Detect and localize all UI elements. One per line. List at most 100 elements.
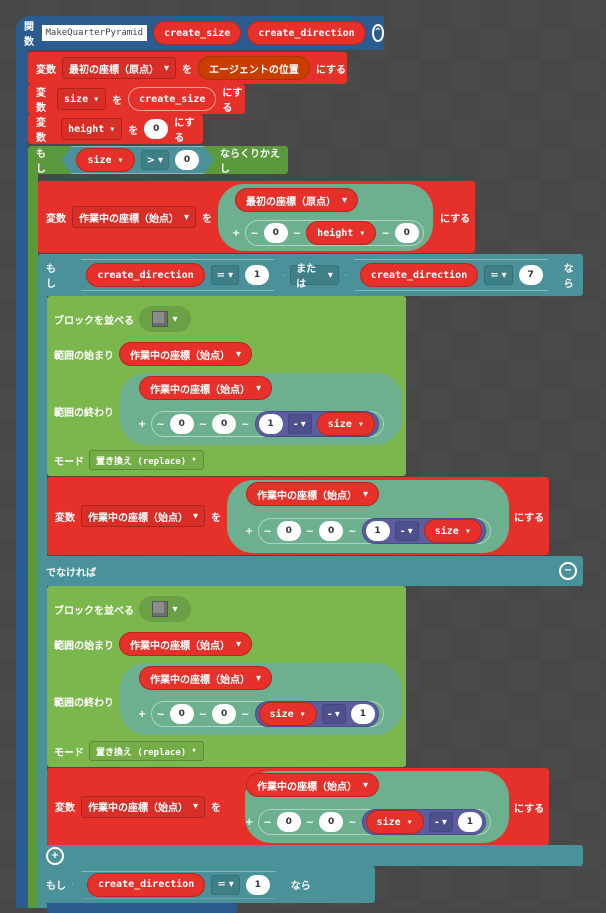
block-picker[interactable]: ▾ [139,596,191,622]
operator: - [293,418,298,430]
operator-dropdown[interactable]: =▾ [484,265,512,285]
number-input[interactable]: 1 [365,521,390,541]
create-size-value[interactable]: create_size [128,87,217,111]
work-variable[interactable]: 作業中の座標（始点）▾ [139,376,273,400]
number-input[interactable]: 1 [246,875,270,895]
number-input[interactable]: 1 [457,812,482,832]
variable-name: size [269,708,294,720]
work-variable[interactable]: 作業中の座標（始点）▾ [139,666,273,690]
variable-dropdown[interactable]: size▾ [57,88,107,110]
variable-dropdown[interactable]: 作業中の座標（始点）▾ [72,206,197,228]
dropdown-icon: ▾ [363,488,369,500]
y-input[interactable]: 0 [319,521,344,541]
create-direction-variable[interactable]: create_direction [360,263,478,287]
fill-label: ブロックを並べる [54,315,134,327]
operator-dropdown[interactable]: -▾ [428,812,453,832]
variable-name: 作業中の座標（始点） [79,213,179,225]
mode-dropdown[interactable]: 置き換え (replace)▾ [89,450,204,470]
operator-dropdown[interactable]: -▾ [287,414,312,434]
plus-label: + [232,227,241,239]
x-input[interactable]: 0 [276,812,301,832]
param-create-direction[interactable]: create_direction [247,21,366,45]
z-input[interactable]: 0 [394,223,419,243]
operator-dropdown[interactable]: =▾ [211,265,239,285]
wo-label: を [112,95,123,107]
if-label: もし [36,149,46,175]
dropdown-icon: ▾ [342,194,348,206]
size-variable[interactable]: size▾ [76,148,134,172]
subtract-block[interactable]: size▾-▾1 [254,701,379,727]
agent-position-block[interactable]: エージェントの位置 [198,56,310,80]
variable-dropdown[interactable]: 最初の座標（原点）▾ [62,57,177,79]
operator-dropdown[interactable]: -▾ [394,521,419,541]
number-input[interactable]: 0 [175,150,199,170]
y-input[interactable]: 0 [212,414,237,434]
variable-name: size [434,525,459,537]
collapse-icon[interactable]: ⌃ [371,24,384,42]
number-input[interactable]: 1 [245,265,269,285]
mode-dropdown[interactable]: 置き換え (replace)▾ [89,741,204,761]
create-direction-variable[interactable]: create_direction [86,263,204,287]
size-variable[interactable]: size▾ [316,412,375,436]
variable-dropdown[interactable]: 作業中の座標（始点）▾ [81,505,206,527]
x-input[interactable]: 0 [276,521,301,541]
if-block[interactable]: もし create_direction =▾ 1 なら [38,866,375,903]
subtract-block[interactable]: 1-▾size▾ [361,518,486,544]
number-input[interactable]: 0 [144,119,169,139]
work-variable[interactable]: 作業中の座標（始点）▾ [119,632,253,656]
nisuru-label: にする [174,118,195,144]
y-input[interactable]: 0 [319,812,344,832]
param-create-size[interactable]: create_size [153,21,242,45]
tilde: ~ [241,418,250,430]
operator: - [434,816,439,828]
variable-dropdown[interactable]: height▾ [61,118,123,140]
plus-label: + [245,816,254,828]
x-input[interactable]: 0 [263,223,288,243]
set-origin-block[interactable]: 変数 最初の座標（原点）▾ を エージェントの位置 にする [28,52,347,84]
number-input[interactable]: 7 [519,265,543,285]
work-variable[interactable]: 作業中の座標（始点）▾ [246,773,380,797]
work-variable[interactable]: 作業中の座標（始点）▾ [246,482,380,506]
operator: - [400,525,405,537]
operator-dropdown[interactable]: =▾ [211,875,239,895]
dropdown-icon: ▾ [501,269,507,281]
create-direction-variable[interactable]: create_direction [87,873,205,897]
subtract-block[interactable]: size▾-▾1 [361,809,486,835]
plus-circle-icon[interactable]: + [46,846,64,865]
block-picker[interactable]: ▾ [139,306,191,332]
set-size-block[interactable]: 変数 size▾ を create_size にする [28,84,245,114]
size-variable[interactable]: size▾ [258,702,317,726]
else-section: でなければ − [38,556,583,586]
origin-variable[interactable]: 最初の座標（原点）▾ [235,188,359,212]
number-input[interactable]: 1 [350,704,375,724]
number-input[interactable]: 1 [258,414,283,434]
x-input[interactable]: 0 [169,704,194,724]
tilde: ~ [156,418,165,430]
set-height-block[interactable]: 変数 height▾ を 0 にする [28,114,203,144]
or-dropdown[interactable]: または▾ [290,264,339,290]
variable-name: 作業中の座標（始点） [150,674,250,686]
dropdown-icon: ▾ [228,269,234,281]
while-block[interactable]: もし size▾ >▾ 0 ならくりかえし [28,146,288,175]
dropdown-icon: ▾ [157,154,163,166]
operator-dropdown[interactable]: -▾ [321,704,346,724]
size-variable[interactable]: size▾ [423,519,482,543]
size-variable[interactable]: size▾ [365,810,424,834]
x-input[interactable]: 0 [169,414,194,434]
subtract-block[interactable]: 1-▾size▾ [254,411,379,437]
nested-block[interactable] [47,903,237,913]
dropdown-icon: ▾ [117,154,124,166]
tilde: ~ [292,227,302,239]
function-block[interactable]: 関数 MakeQuarterPyramid create_size create… [16,16,384,50]
function-name-input[interactable]: MakeQuarterPyramid [41,25,148,41]
y-input[interactable]: 0 [212,704,237,724]
var-label: 変数 [36,88,46,114]
height-variable[interactable]: height▾ [306,221,377,245]
variable-dropdown[interactable]: 作業中の座標（始点）▾ [81,795,206,818]
minus-circle-icon[interactable]: − [559,562,577,580]
if-else-block[interactable]: もし create_direction =▾ 1 または▾ create_dir… [38,254,583,296]
work-variable[interactable]: 作業中の座標（始点）▾ [119,342,253,366]
variable-name: height [68,123,105,135]
dropdown-icon: ▾ [193,801,199,812]
operator-dropdown[interactable]: >▾ [141,150,169,170]
